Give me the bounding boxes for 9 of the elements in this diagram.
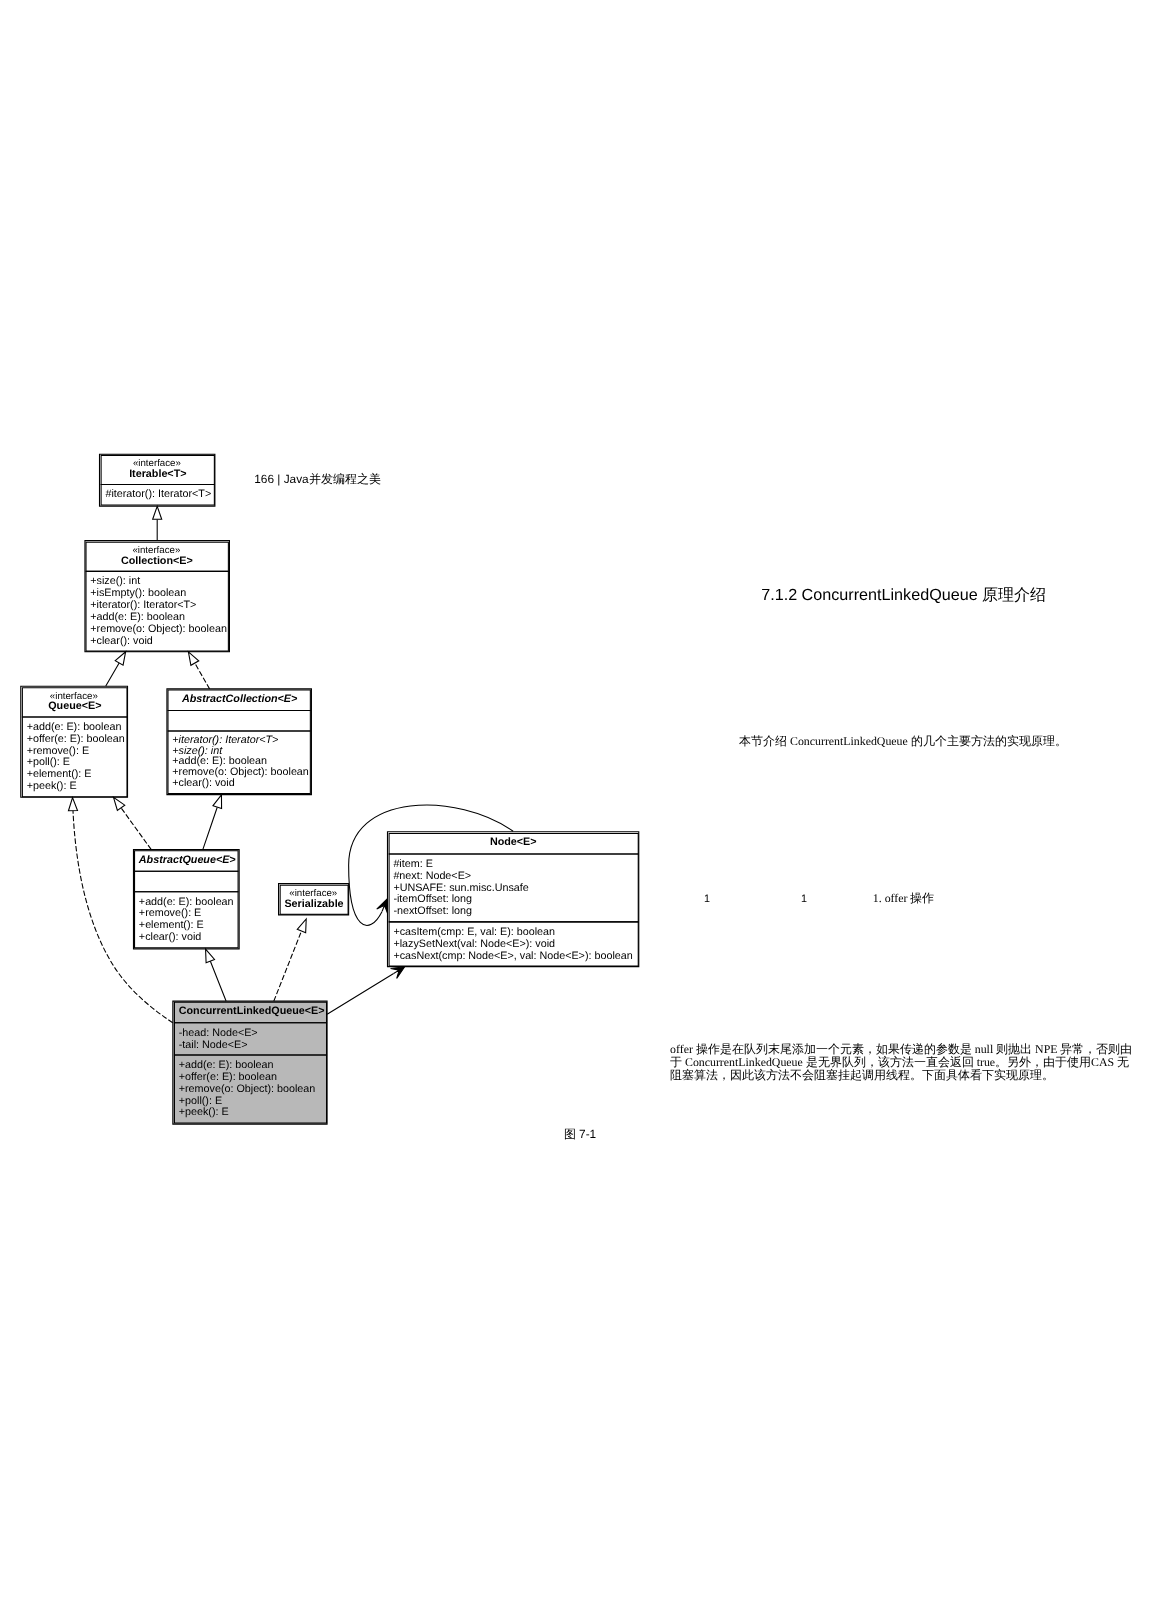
arrow bbox=[105, 650, 127, 687]
arrow bbox=[204, 947, 227, 1002]
arrow bbox=[326, 966, 406, 1015]
arrow bbox=[187, 650, 211, 690]
arrow bbox=[151, 504, 163, 542]
arrow bbox=[202, 793, 223, 850]
arrow bbox=[112, 796, 152, 850]
arrow bbox=[67, 796, 174, 1024]
arrow bbox=[273, 917, 307, 1002]
